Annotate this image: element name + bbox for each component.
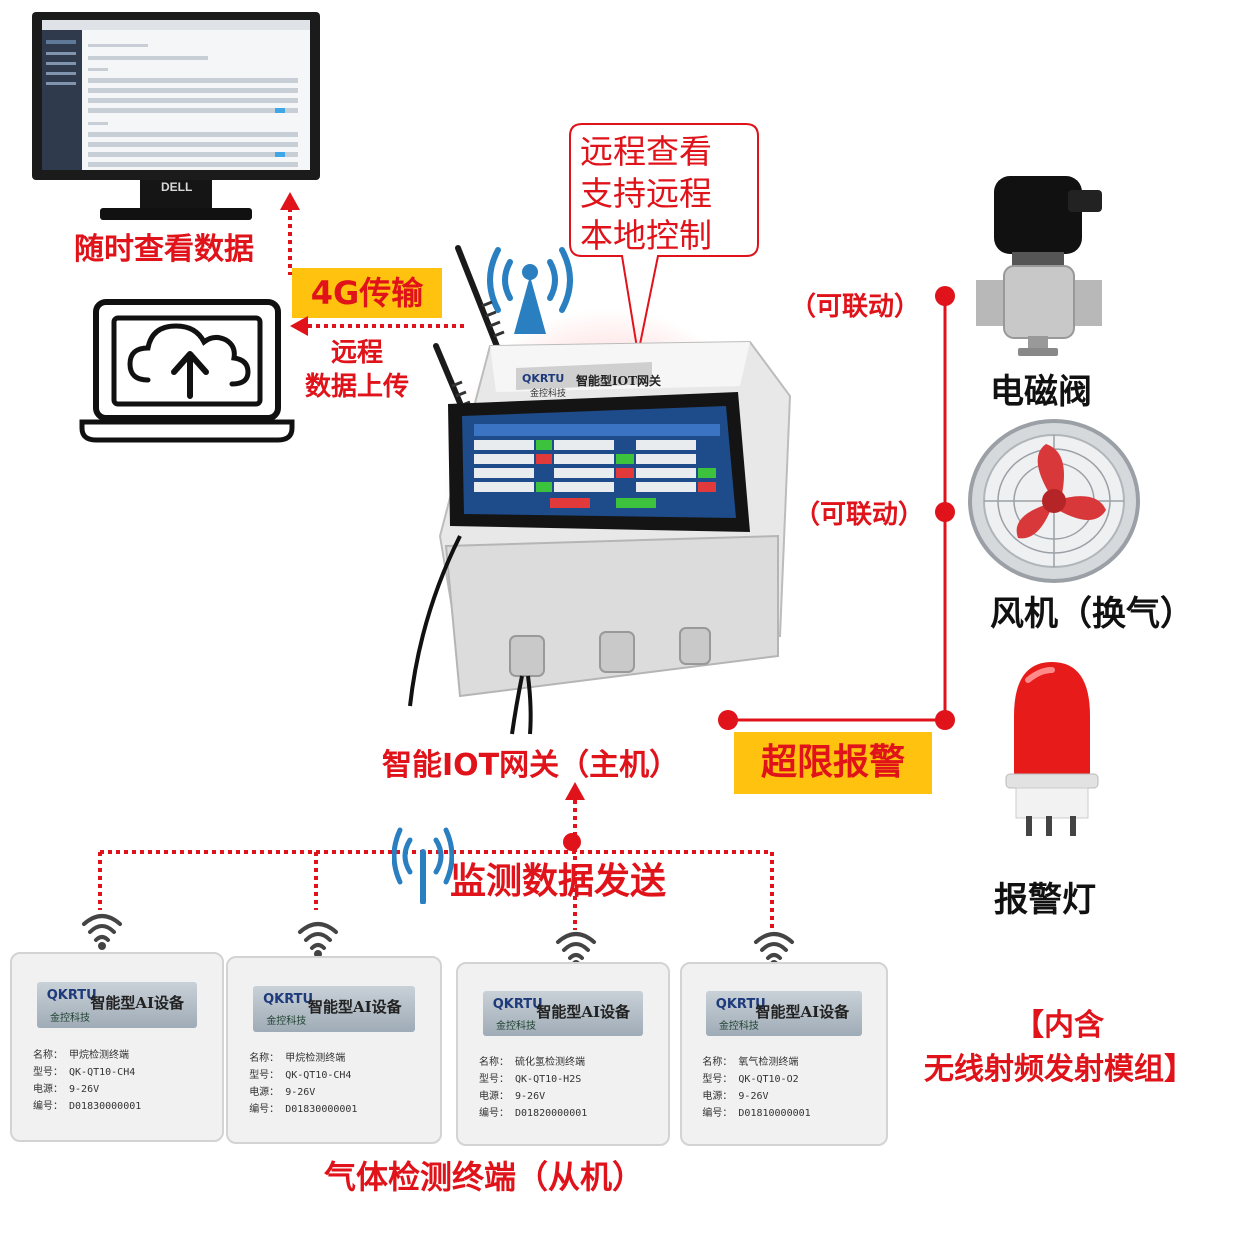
sensor-power: 电源： 9-26V — [479, 1091, 546, 1102]
gateway-title: 智能型IOT网关 — [576, 374, 661, 388]
monitor: DELL — [30, 10, 322, 222]
sensor-brand-cn: 金控科技 — [495, 1021, 536, 1033]
sensor-model: 型号： QK-QT10-H2S — [479, 1074, 582, 1085]
iot-gateway-device: QKRTU 智能型IOT网关 金控科技 — [400, 236, 800, 736]
sensor-name: 名称： 甲烷检测终端 — [249, 1053, 346, 1064]
gateway-brand: QKRTU — [522, 372, 565, 385]
wifi-icon — [296, 916, 340, 960]
alarm-lamp-icon — [1000, 656, 1104, 838]
sensor-brand: QKRTU — [715, 997, 766, 1013]
built-in-module-note: 【内含 无线射频发射模组】 — [924, 1008, 1194, 1087]
sensor-name: 名称： 氧气检测终端 — [702, 1057, 799, 1068]
feature-bubble: 远程查看 支持远程 本地控制 — [566, 122, 762, 362]
sensor-specs: 名称： 甲烷检测终端 型号： QK-QT10-CH4 电源： 9-26V 编号：… — [33, 1047, 141, 1115]
monitor-graphic — [32, 12, 320, 220]
sensor-nameplate: QKRTU 金控科技 智能型AI设备 — [253, 985, 415, 1032]
sensor-brand-cn: 金控科技 — [718, 1021, 759, 1033]
actuator-label-alarm-lamp: 报警灯 — [994, 880, 1096, 920]
wifi-icon — [80, 908, 124, 952]
sensor-serial: 编号： D01830000001 — [249, 1104, 358, 1115]
sensor-terminal: QKRTU 金控科技 智能型AI设备 名称： 甲烷检测终端 型号： QK-QT1… — [10, 952, 224, 1142]
linkable-label-2: （可联动） — [794, 500, 925, 530]
gateway-caption: 智能IOT网关（主机） — [382, 748, 680, 783]
sensor-brand: QKRTU — [492, 997, 543, 1013]
sensor-nameplate: QKRTU 金控科技 智能型AI设备 — [483, 991, 643, 1036]
sensor-serial: 编号： D01810000001 — [702, 1108, 811, 1119]
sensor-specs: 名称： 氧气检测终端 型号： QK-QT10-O2 电源： 9-26V 编号： … — [702, 1054, 810, 1122]
sensor-specs: 名称： 甲烷检测终端 型号： QK-QT10-CH4 电源： 9-26V 编号：… — [249, 1050, 357, 1118]
monitor-send-label: 监测数据发送 — [450, 861, 667, 902]
laptop-cloud-upload-icon — [78, 296, 296, 444]
monitor-brand: DELL — [161, 180, 193, 194]
sensor-title: 智能型AI设备 — [755, 1002, 850, 1021]
actuator-label-valve: 电磁阀 — [990, 372, 1092, 412]
sensor-power: 电源： 9-26V — [702, 1091, 769, 1102]
bubble-line-3: 本地控制 — [580, 216, 712, 255]
sensor-serial: 编号： D01820000001 — [479, 1108, 588, 1119]
sensor-terminal: QKRTU 金控科技 智能型AI设备 名称： 氧气检测终端 型号： QK-QT1… — [680, 962, 888, 1146]
sensor-title: 智能型AI设备 — [536, 1002, 631, 1021]
monitor-caption: 随时查看数据 — [74, 232, 254, 267]
sensor-specs: 名称： 硫化氢检测终端 型号： QK-QT10-H2S 电源： 9-26V 编号… — [479, 1054, 587, 1122]
sensor-name: 名称： 甲烷检测终端 — [33, 1050, 130, 1061]
sensor-model: 型号： QK-QT10-CH4 — [249, 1070, 352, 1081]
solenoid-valve-icon — [972, 170, 1112, 360]
wireless-signal-icon — [391, 826, 455, 905]
sensor-nameplate: QKRTU 金控科技 智能型AI设备 — [37, 981, 197, 1029]
bubble-line-2: 支持远程 — [580, 174, 712, 213]
sensor-power: 电源： 9-26V — [249, 1087, 316, 1098]
sensor-model: 型号： QK-QT10-CH4 — [33, 1067, 136, 1078]
sensor-brand: QKRTU — [46, 988, 97, 1004]
gateway-brand-cn: 金控科技 — [530, 389, 567, 399]
transfer-4g-badge: 4G传输 — [292, 268, 442, 318]
over-limit-alarm-badge: 超限报警 — [734, 732, 932, 794]
fan-icon — [966, 418, 1142, 584]
terminals-caption: 气体检测终端（从机） — [324, 1158, 645, 1196]
sensor-terminal: QKRTU 金控科技 智能型AI设备 名称： 甲烷检测终端 型号： QK-QT1… — [226, 956, 442, 1144]
sensor-name: 名称： 硫化氢检测终端 — [479, 1057, 586, 1068]
bubble-line-1: 远程查看 — [580, 132, 712, 171]
sensor-power: 电源： 9-26V — [33, 1084, 100, 1095]
sensor-title: 智能型AI设备 — [308, 997, 402, 1016]
sensor-model: 型号： QK-QT10-O2 — [702, 1074, 799, 1085]
sensor-terminal: QKRTU 金控科技 智能型AI设备 名称： 硫化氢检测终端 型号： QK-QT… — [456, 962, 670, 1146]
sensor-nameplate: QKRTU 金控科技 智能型AI设备 — [706, 991, 862, 1036]
actuator-label-fan: 风机（换气） — [990, 594, 1194, 634]
remote-upload-label: 远程 数据上传 — [304, 338, 409, 402]
sensor-title: 智能型AI设备 — [90, 994, 185, 1013]
sensor-brand: QKRTU — [263, 992, 314, 1008]
linkable-label-1: （可联动） — [790, 292, 921, 322]
sensor-serial: 编号： D01830000001 — [33, 1101, 142, 1112]
sensor-brand-cn: 金控科技 — [49, 1012, 90, 1024]
sensor-brand-cn: 金控科技 — [266, 1016, 307, 1028]
